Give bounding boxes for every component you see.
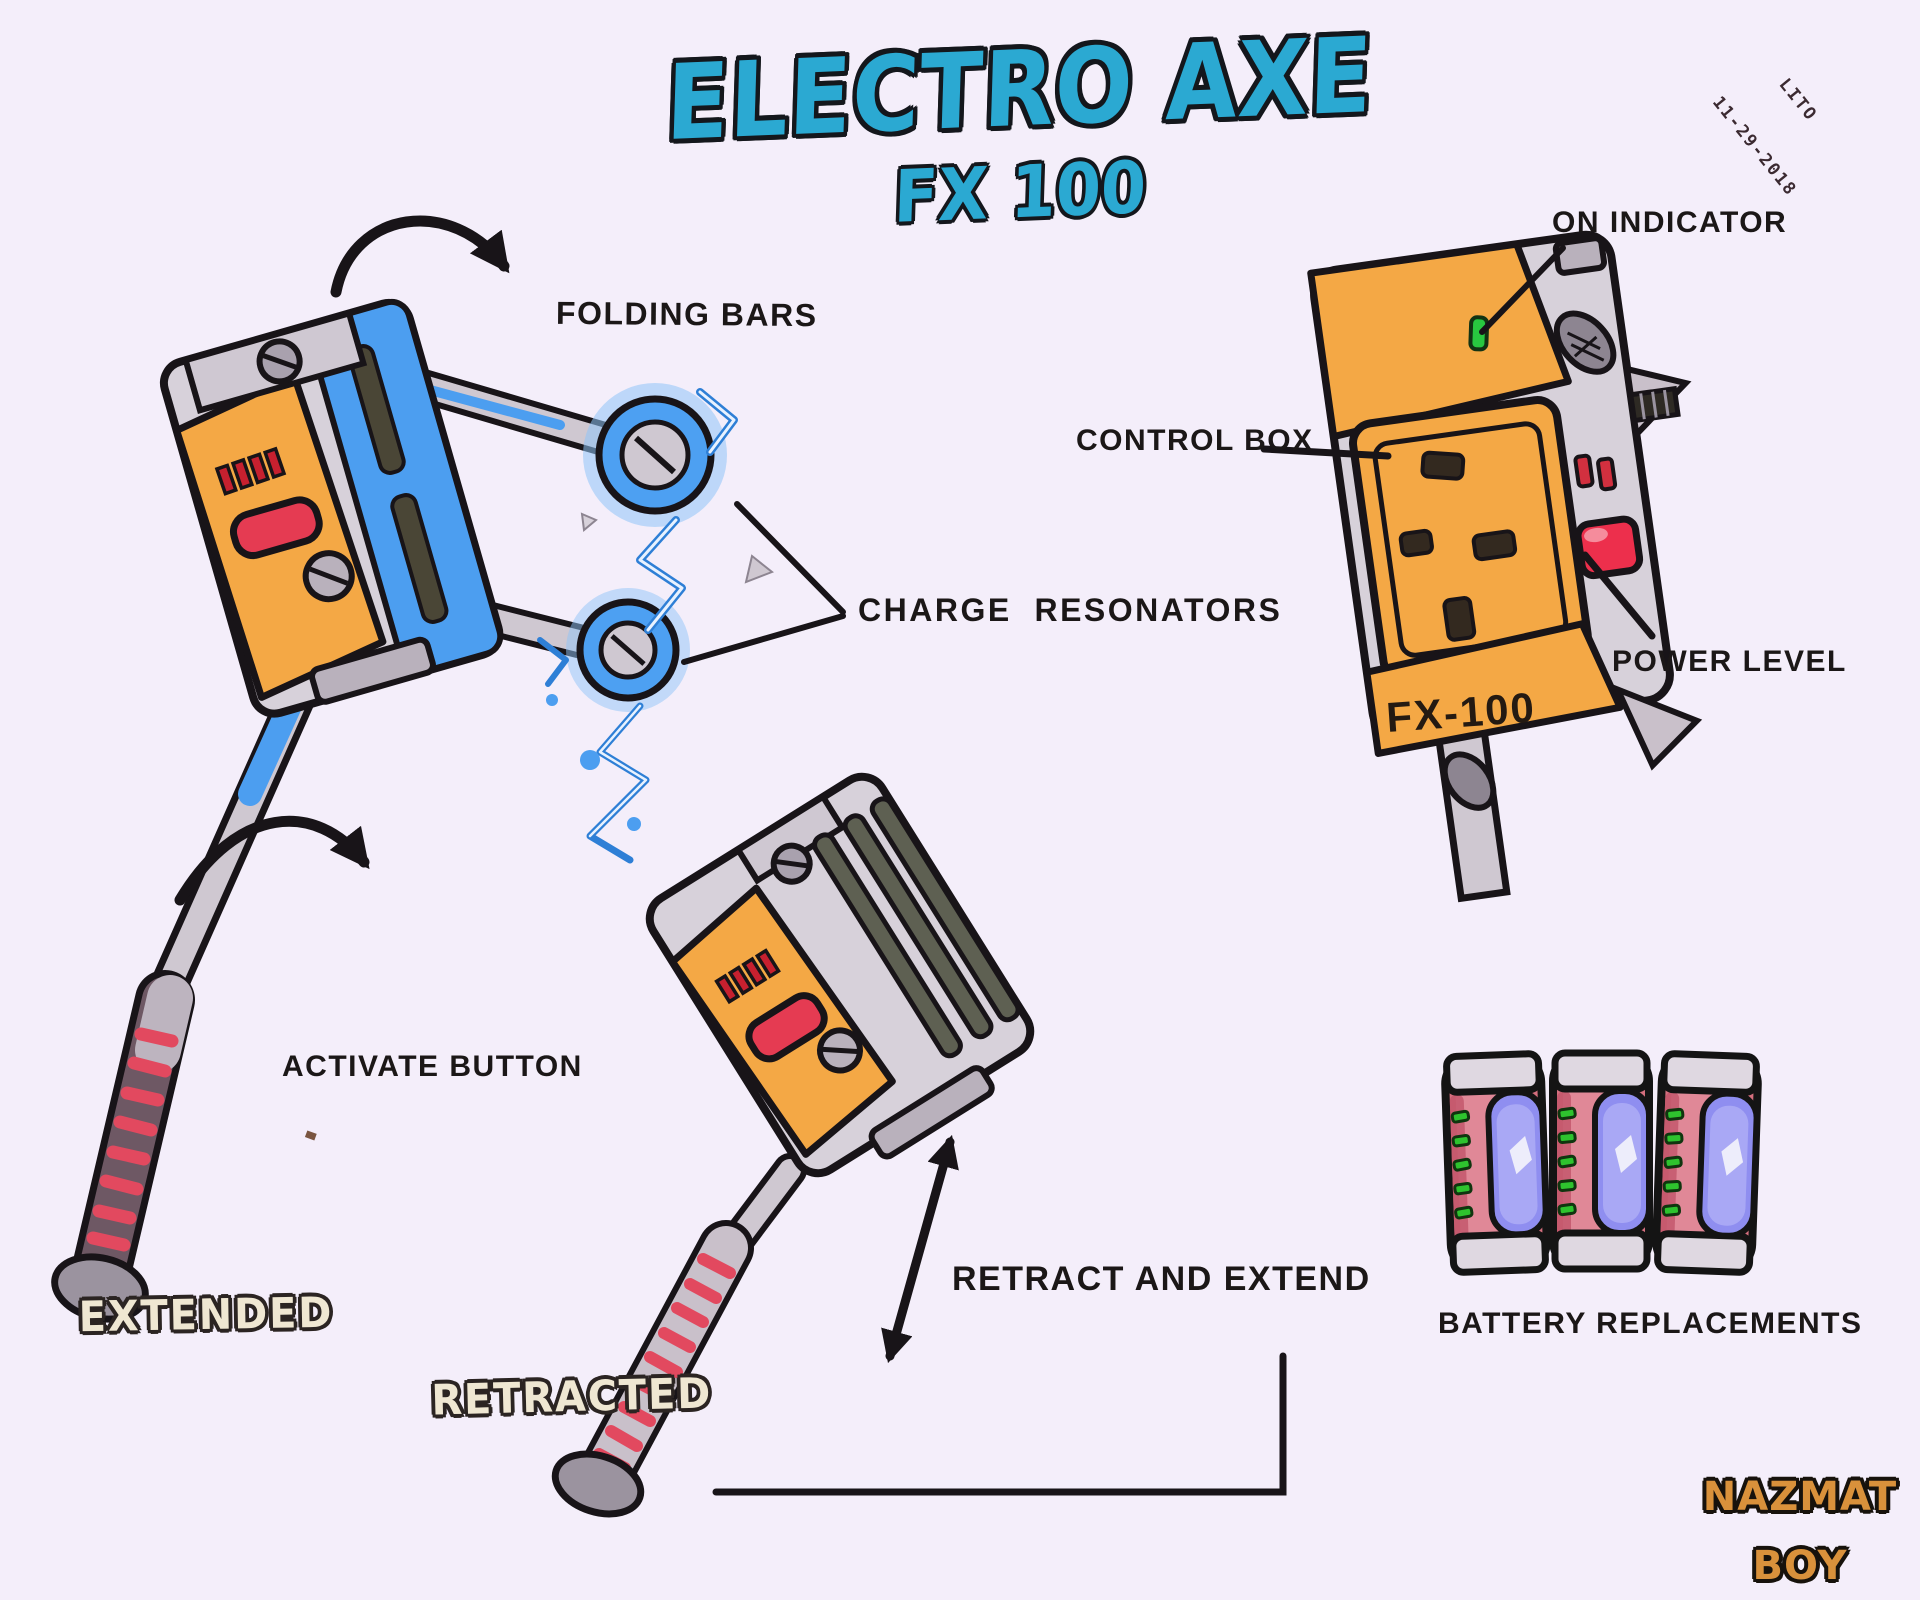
concept-sheet: { "title": { "main": "ELECTRO AXE", "mod… [51,13,1920,1586]
label-folding-bars: FOLDING BARS [555,294,818,334]
swing-direction-arrow-icon [174,815,370,906]
battery-canister [1444,1053,1547,1272]
state-label-retracted: RETRACTED [430,1368,713,1425]
state-label-extended: EXTENDED [78,1287,334,1342]
pointer-line-control-box [1260,445,1392,460]
page-title: ELECTRO AXE [664,13,1375,165]
label-battery-replacements: BATTERY REPLACEMENTS [1438,1307,1863,1340]
connector-line-batteries [712,1352,1287,1496]
artist-logo: NAZMAT BOY [1688,1448,1912,1600]
activate-button-shape [745,992,828,1063]
fold-direction-arrow-icon [330,215,510,298]
double-arrow-retract-extend-icon [881,1134,959,1364]
artist-name: LITO [1775,74,1822,126]
grip-stripes [593,1253,736,1474]
concept-art-canvas: FX-100 [51,215,1920,1518]
retracted-axe-illustration [551,772,1035,1518]
grip-stripes [86,1027,179,1252]
label-control-box: CONTROL BOX [1076,424,1314,457]
control-slots [1398,450,1518,642]
logo-line-2: BOY [1752,1542,1848,1589]
activate-button-shape [229,496,323,560]
label-retract-and-extend: RETRACT AND EXTEND [952,1260,1371,1298]
power-led-bars [214,446,287,496]
device-model-marking: FX-100 [1385,684,1538,741]
battery-canister [1655,1053,1758,1272]
label-on-indicator: ON INDICATOR [1552,206,1788,239]
logo-line-1: NAZMAT [1702,1474,1898,1521]
power-led-bars [714,948,781,1005]
page-title-block: ELECTRO AXE FX 100 [520,14,1520,239]
label-charge-resonators: CHARGE RESONATORS [858,592,1283,628]
pointer-line-power-level [1581,551,1656,640]
retracted-axe-head [645,772,1035,1178]
control-box-closeup-illustration: FX-100 [1307,230,1703,903]
lightning-bolts [537,388,738,864]
label-power-level: POWER LEVEL [1612,645,1847,678]
power-level-button [1574,515,1644,580]
pointer-line-charge-resonator-upper [734,501,846,615]
battery-canister [1553,1053,1649,1269]
extended-axe-head [159,298,504,718]
page-subtitle: FX 100 [892,145,1148,239]
on-indicator-led [1468,315,1490,352]
extended-axe-illustration [51,215,774,1323]
ink-speck [304,1130,317,1141]
label-activate-button: ACTIVATE BUTTON [282,1050,583,1083]
pointer-line-charge-resonator-lower [681,613,846,665]
pointer-line-on-indicator [1479,245,1566,335]
battery-replacements-illustration [1444,1053,1758,1273]
